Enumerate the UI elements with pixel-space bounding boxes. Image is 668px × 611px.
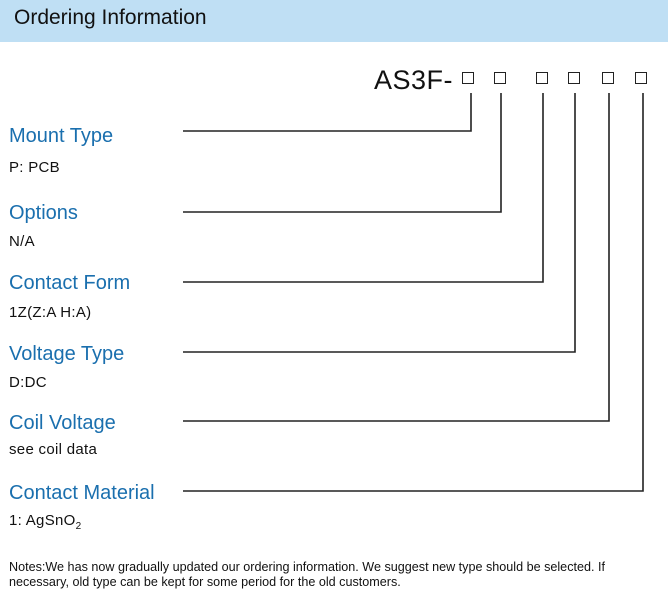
code-box-options: [494, 72, 506, 84]
contact-material-label: Contact Material: [9, 482, 155, 504]
contact-material-value-main: 1: AgSnO: [9, 512, 76, 529]
mount-type-value: P: PCB: [9, 159, 60, 176]
code-box-coil-voltage: [602, 72, 614, 84]
code-box-contact-material: [635, 72, 647, 84]
coil-voltage-label: Coil Voltage: [9, 412, 116, 434]
part-code-prefix: AS3F-: [374, 65, 454, 95]
connector-coil-voltage: [183, 93, 610, 422]
section-title: Ordering Information: [14, 6, 207, 29]
contact-form-label: Contact Form: [9, 272, 131, 294]
voltage-type-value: D:DC: [9, 374, 47, 391]
code-box-mount-type: [462, 72, 474, 84]
section-header: Ordering Information: [0, 0, 668, 42]
connector-contact-form: [183, 93, 544, 283]
connector-options: [183, 93, 502, 213]
voltage-type-label: Voltage Type: [9, 343, 125, 365]
options-label: Options: [9, 202, 78, 224]
contact-form-value: 1Z(Z:A H:A): [9, 304, 92, 321]
mount-type-label: Mount Type: [9, 125, 114, 147]
connector-voltage-type: [183, 93, 576, 353]
coil-voltage-value: see coil data: [9, 441, 98, 458]
connector-contact-material: [183, 93, 644, 492]
options-value: N/A: [9, 233, 35, 250]
connector-mount-type: [183, 93, 472, 132]
code-box-contact-form: [536, 72, 548, 84]
contact-material-value-subscript: 2: [75, 521, 82, 532]
contact-material-value: 1: AgSnO2: [9, 512, 82, 532]
ordering-notes: Notes:We has now gradually updated our o…: [9, 560, 605, 589]
code-box-voltage-type: [568, 72, 580, 84]
